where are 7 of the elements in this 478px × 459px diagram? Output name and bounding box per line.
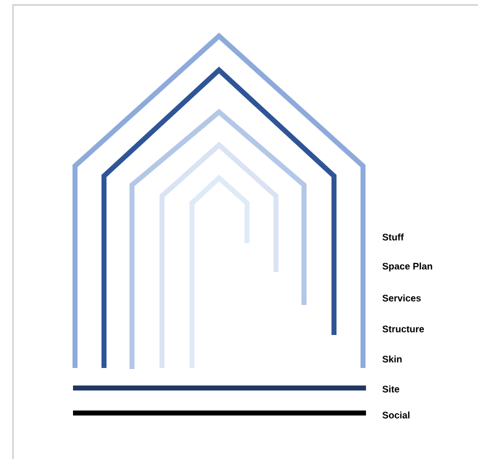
layer-label: Social <box>382 412 410 418</box>
layer-label: Space Plan <box>382 262 432 272</box>
layer-label: Site <box>382 386 400 392</box>
layer-label: Services <box>382 294 421 302</box>
layer-label: Structure <box>382 326 424 332</box>
layer-label: Skin <box>382 356 402 362</box>
layer-label: Stuff <box>382 234 404 240</box>
